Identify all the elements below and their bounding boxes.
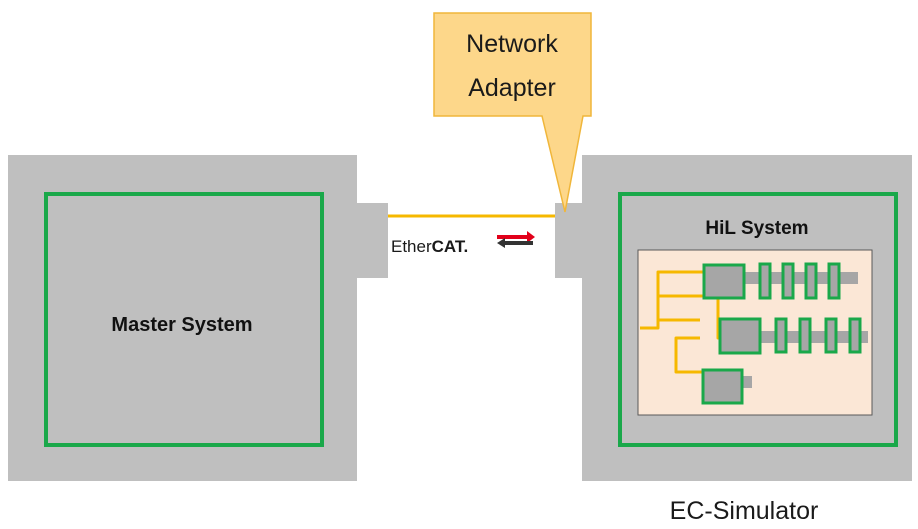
master-system-green-border: [44, 192, 324, 447]
network-adapter-callout-shape: [433, 12, 592, 213]
hil-module-row-1-io-3: [804, 262, 818, 300]
hil-module-row-1-io-1: [758, 262, 772, 300]
hil-module-row-2-io-3: [824, 317, 838, 354]
hil-module-row-1-io-4: [827, 262, 841, 300]
ethercat-logo-cat: CAT: [432, 237, 466, 256]
hil-module-row-2-io-4: [848, 317, 862, 354]
ethercat-logo: EtherCAT.: [391, 231, 535, 256]
ethercat-logo-dot: .: [463, 237, 468, 256]
hil-system-label: HiL System: [705, 218, 808, 239]
master-system-label: Master System: [111, 314, 252, 336]
ec-simulator-green-border: [618, 192, 898, 447]
svg-text:EtherCAT.: EtherCAT.: [391, 237, 468, 256]
hil-module-row-2-main: [718, 317, 762, 355]
ec-simulator-block: HiL System: [555, 155, 912, 525]
master-system-port: [357, 203, 388, 278]
hil-module-row-1-io-2: [781, 262, 795, 300]
hil-module-row-2-io-2: [798, 317, 812, 354]
hil-module-row-2-io-1: [774, 317, 788, 354]
hil-board: [637, 249, 873, 416]
ec-simulator-label: EC-Simulator: [670, 497, 819, 525]
master-system-frame: [8, 155, 357, 481]
network-adapter-callout: Network Adapter: [433, 12, 592, 213]
hil-board-wiring: [640, 270, 722, 374]
master-system-block: Master System: [8, 155, 388, 481]
hil-module-row-1-main: [702, 263, 746, 300]
hil-module-row-3-main: [701, 368, 744, 405]
ethercat-logo-ether: Ether: [391, 237, 432, 256]
ec-simulator-port: [555, 203, 582, 278]
ethercat-dark-arrow: [497, 238, 533, 248]
network-adapter-label-line-2: Adapter: [468, 74, 556, 102]
network-adapter-label-line-1: Network: [466, 30, 558, 58]
ethercat-red-arrow: [497, 231, 535, 243]
